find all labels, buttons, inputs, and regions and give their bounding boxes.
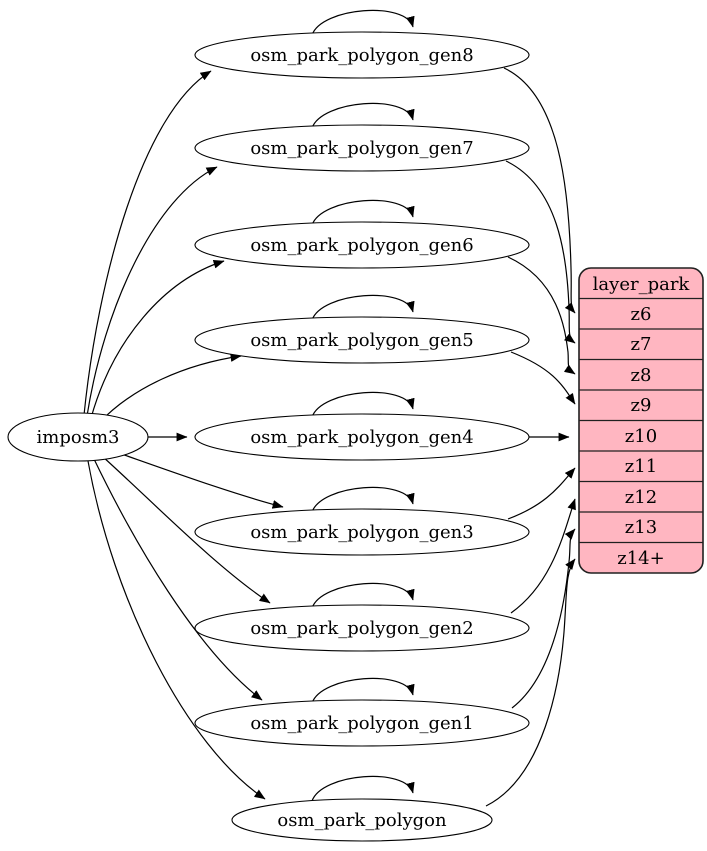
gen6-label: osm_park_polygon_gen6 (250, 235, 473, 256)
edge-gen2-to-z12 (510, 498, 576, 614)
edges-group (83, 9, 576, 807)
layer-row-z14plus: z14+ (617, 548, 664, 569)
layer-park-title: layer_park (593, 274, 691, 295)
edge-gen5-to-z9 (510, 351, 576, 405)
edge-gen6-to-z8 (507, 256, 576, 375)
node-osm_park_polygon_gen1: osm_park_polygon_gen1 (194, 699, 530, 747)
gen8-ellipse (194, 31, 530, 79)
layer-row-z7: z7 (631, 334, 652, 355)
edge-gen3-to-z11 (507, 467, 576, 520)
node-osm_park_polygon: osm_park_polygon (231, 798, 493, 842)
layer-park-table: layer_park z6 z7 z8 z9 z10 z11 z12 z13 z… (578, 267, 704, 574)
node-osm_park_polygon_gen3: osm_park_polygon_gen3 (194, 508, 530, 556)
node-imposm3: imposm3 (7, 412, 149, 462)
self-loop-gen3 (311, 486, 415, 513)
self-loop-gen6 (311, 199, 415, 226)
gen3-label: osm_park_polygon_gen3 (250, 522, 473, 543)
node-osm_park_polygon_gen6: osm_park_polygon_gen6 (194, 221, 530, 269)
gen8-label: osm_park_polygon_gen8 (250, 45, 473, 66)
node-osm_park_polygon_gen5: osm_park_polygon_gen5 (194, 316, 530, 364)
imposm3-ellipse (7, 412, 149, 462)
gen2-ellipse (194, 604, 530, 652)
self-loop-gen4 (311, 391, 415, 418)
self-loop-gen8 (311, 9, 415, 36)
edge-imposm3-to-gen3 (112, 450, 284, 509)
gen4-ellipse (194, 413, 530, 461)
osm_park_polygon-label: osm_park_polygon (277, 810, 447, 831)
self-loop-gen1 (311, 677, 415, 704)
gen5-label: osm_park_polygon_gen5 (250, 330, 473, 351)
edge-imposm3-to-gen5 (98, 353, 242, 424)
node-osm_park_polygon_gen2: osm_park_polygon_gen2 (194, 604, 530, 652)
edge-imposm3-to-gen6 (90, 259, 225, 419)
edge-imposm3-to-gen2 (101, 455, 271, 604)
edge-imposm3-to-gen8 (83, 70, 212, 416)
layer-row-z11: z11 (625, 456, 657, 477)
imposm3-label: imposm3 (37, 427, 120, 448)
self-loop-osm_park_polygon (311, 775, 415, 802)
gen6-ellipse (194, 221, 530, 269)
self-loop-gen2 (311, 582, 415, 609)
node-osm_park_polygon_gen8: osm_park_polygon_gen8 (194, 31, 530, 79)
gen1-label: osm_park_polygon_gen1 (250, 713, 473, 734)
edge-osm_park_polygon-to-z14plus (485, 558, 576, 807)
gen3-ellipse (194, 508, 530, 556)
edge-gen1-to-z13 (511, 528, 576, 709)
node-osm_park_polygon_gen4: osm_park_polygon_gen4 (194, 413, 530, 461)
gen7-label: osm_park_polygon_gen7 (250, 138, 473, 159)
layer-row-z6: z6 (631, 304, 652, 325)
layer-row-z13: z13 (625, 517, 657, 538)
edge-gen8-to-z6 (503, 67, 576, 314)
gen1-ellipse (194, 699, 530, 747)
layer-row-z10: z10 (625, 426, 657, 447)
self-loop-gen5 (311, 294, 415, 321)
self-loop-gen7 (311, 102, 415, 129)
edge-imposm3-to-osm_park_polygon (87, 460, 266, 800)
gen5-ellipse (194, 316, 530, 364)
layer-row-z8: z8 (631, 365, 652, 386)
node-osm_park_polygon_gen7: osm_park_polygon_gen7 (194, 124, 530, 172)
osm_park_polygon-ellipse (231, 798, 493, 842)
edge-gen7-to-z7 (505, 160, 576, 344)
gen7-ellipse (194, 124, 530, 172)
edge-imposm3-to-gen7 (86, 166, 218, 417)
gen2-label: osm_park_polygon_gen2 (250, 618, 473, 639)
gen4-label: osm_park_polygon_gen4 (250, 427, 473, 448)
edge-imposm3-to-gen1 (93, 458, 263, 701)
layer-row-z9: z9 (631, 395, 652, 416)
layer-row-z12: z12 (625, 487, 657, 508)
